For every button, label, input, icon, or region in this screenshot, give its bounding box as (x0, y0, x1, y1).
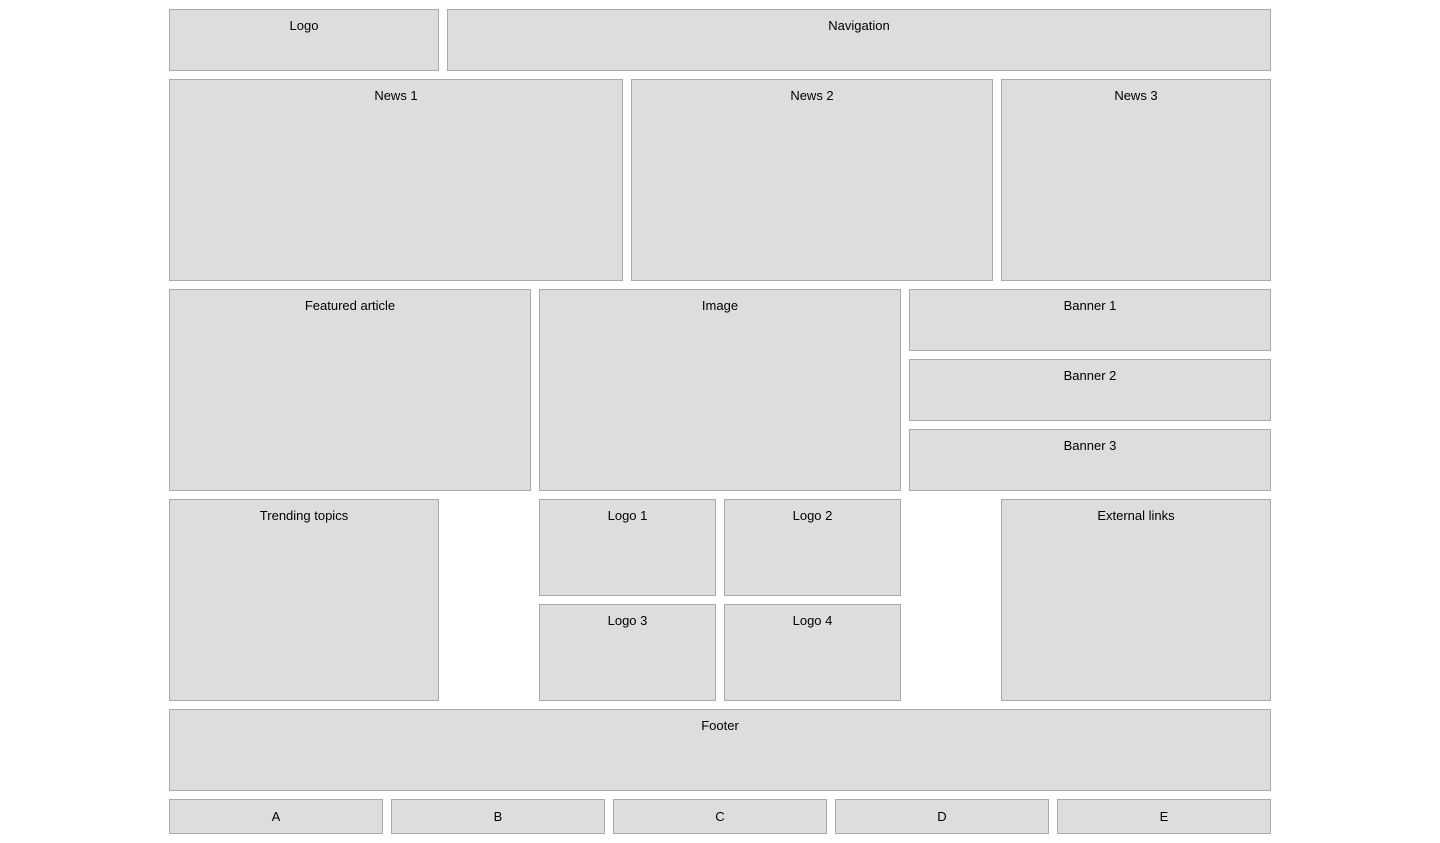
news-3-box: News 3 (1001, 79, 1271, 281)
featured-article-box: Featured article (169, 289, 531, 491)
footer-item-d: D (835, 799, 1049, 834)
banner-1-label: Banner 1 (1063, 298, 1117, 313)
logo-2-label: Logo 2 (792, 508, 833, 523)
logo-1-box: Logo 1 (539, 499, 716, 596)
news-3-label: News 3 (1114, 88, 1158, 103)
trending-topics-label: Trending topics (259, 508, 349, 523)
external-links-box: External links (1001, 499, 1271, 701)
logo-box: Logo (169, 9, 439, 71)
footer-item-a: A (169, 799, 383, 834)
banner-1-box: Banner 1 (909, 289, 1271, 351)
navigation-label: Navigation (828, 18, 890, 33)
footer-label: Footer (701, 718, 739, 733)
logo-1-label: Logo 1 (607, 508, 648, 523)
banner-2-label: Banner 2 (1063, 368, 1117, 383)
external-links-label: External links (1097, 508, 1175, 523)
navigation-box: Navigation (447, 9, 1271, 71)
trending-topics-box: Trending topics (169, 499, 439, 701)
footer-item-c-label: C (715, 808, 725, 824)
logo-3-label: Logo 3 (607, 613, 648, 628)
banner-3-box: Banner 3 (909, 429, 1271, 491)
footer-item-a-label: A (271, 808, 281, 824)
logo-3-box: Logo 3 (539, 604, 716, 701)
image-label: Image (701, 298, 739, 313)
news-1-label: News 1 (374, 88, 418, 103)
logo-4-label: Logo 4 (792, 613, 833, 628)
news-2-box: News 2 (631, 79, 993, 281)
image-box: Image (539, 289, 901, 491)
footer-item-e-label: E (1159, 808, 1169, 824)
banner-2-box: Banner 2 (909, 359, 1271, 421)
footer-item-c: C (613, 799, 827, 834)
footer-item-b: B (391, 799, 605, 834)
footer-box: Footer (169, 709, 1271, 791)
news-2-label: News 2 (790, 88, 834, 103)
footer-item-b-label: B (493, 808, 503, 824)
banner-3-label: Banner 3 (1063, 438, 1117, 453)
footer-item-e: E (1057, 799, 1271, 834)
logo-4-box: Logo 4 (724, 604, 901, 701)
footer-item-d-label: D (937, 808, 947, 824)
logo-2-box: Logo 2 (724, 499, 901, 596)
logo-label: Logo (289, 18, 319, 33)
news-1-box: News 1 (169, 79, 623, 281)
featured-article-label: Featured article (304, 298, 396, 313)
